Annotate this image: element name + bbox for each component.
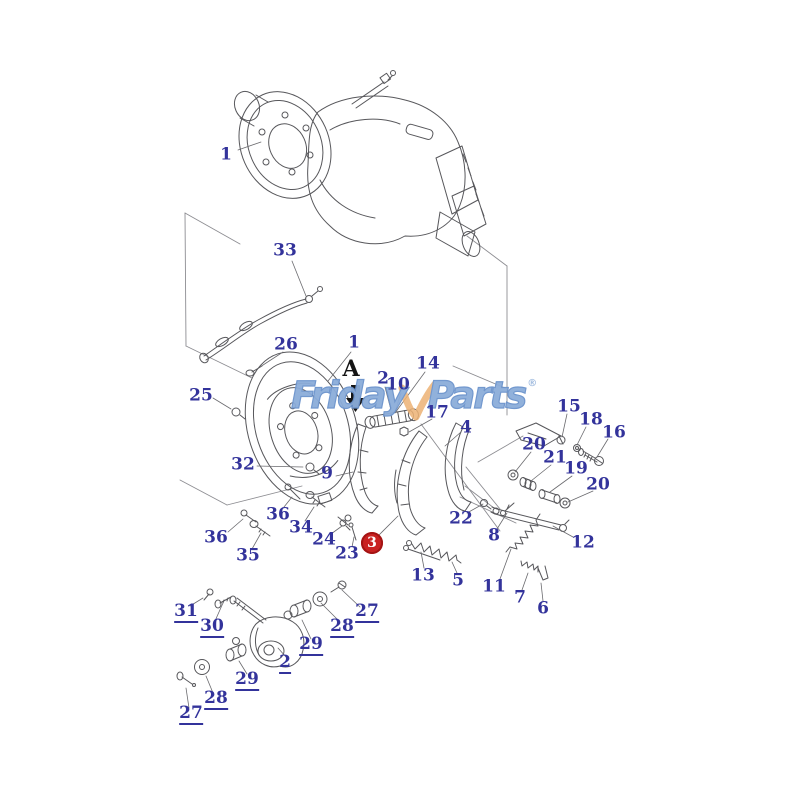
- part-label-5: 5: [452, 570, 464, 591]
- backing-plate: [227, 337, 378, 519]
- watermark: Friday Parts ®: [290, 374, 538, 423]
- right-linkage: [481, 423, 604, 509]
- part-label-36: 36: [266, 504, 290, 525]
- part-label-1: 1: [220, 144, 232, 165]
- part-label-26: 26: [274, 334, 298, 355]
- part-label-25: 25: [189, 385, 213, 406]
- part-label-4: 4: [460, 417, 472, 438]
- part-label-13: 13: [411, 565, 435, 586]
- wheel-cylinder-group: [177, 581, 346, 687]
- part-label-19: 19: [564, 458, 588, 479]
- part-label-11: 11: [482, 576, 506, 597]
- part-label-9: 9: [321, 463, 333, 484]
- part-label-30: 30: [200, 616, 224, 638]
- highlighted-part-badge: 3: [361, 532, 383, 554]
- watermark-word-parts: Parts: [427, 374, 528, 417]
- part-label-31: 31: [174, 601, 198, 623]
- registered-trademark-symbol: ®: [527, 378, 538, 389]
- part-label-35: 35: [236, 545, 260, 566]
- part-label-29: 29: [235, 669, 259, 691]
- part-label-20: 20: [522, 434, 546, 455]
- shoe-hardware: [241, 484, 356, 540]
- part-label-24: 24: [312, 529, 336, 550]
- leader-lines: [186, 142, 608, 708]
- part-label-20: 20: [586, 474, 610, 495]
- part-label-14: 14: [416, 353, 440, 374]
- view-callout-letter: A: [342, 356, 360, 382]
- levers-and-springs: [404, 503, 570, 580]
- part-label-22: 22: [449, 508, 473, 529]
- part-label-8: 8: [488, 525, 500, 546]
- part-label-16: 16: [602, 422, 626, 443]
- part-label-34: 34: [289, 517, 313, 538]
- part-label-28: 28: [204, 688, 228, 710]
- part-label-36: 36: [204, 527, 228, 548]
- part-label-1: 1: [348, 332, 360, 353]
- part-label-29: 29: [299, 634, 323, 656]
- parking-cable: [198, 287, 322, 365]
- part-label-7: 7: [514, 587, 526, 608]
- part-label-28: 28: [330, 616, 354, 638]
- part-label-12: 12: [571, 532, 595, 553]
- part-label-18: 18: [579, 409, 603, 430]
- part-label-33: 33: [273, 240, 297, 261]
- part-label-15: 15: [557, 396, 581, 417]
- watermark-check-icon: [398, 380, 436, 421]
- part-label-6: 6: [537, 598, 549, 619]
- watermark-word-friday: Friday: [290, 374, 408, 417]
- part-label-21: 21: [543, 447, 567, 468]
- part-label-2: 2: [377, 368, 389, 389]
- part-label-27: 27: [179, 703, 203, 725]
- adjuster-strut: [364, 408, 419, 436]
- part-label-32: 32: [231, 454, 255, 475]
- part-label-23: 23: [335, 543, 359, 564]
- sheet-outlines: [180, 213, 523, 531]
- part-label-2: 2: [279, 652, 291, 674]
- part-label-10: 10: [386, 374, 410, 395]
- axle-assembly: [222, 71, 486, 260]
- part-label-27: 27: [355, 601, 379, 623]
- part-label-17: 17: [425, 402, 449, 423]
- brake-shoes: [349, 423, 471, 535]
- direction-arrow: [346, 385, 365, 412]
